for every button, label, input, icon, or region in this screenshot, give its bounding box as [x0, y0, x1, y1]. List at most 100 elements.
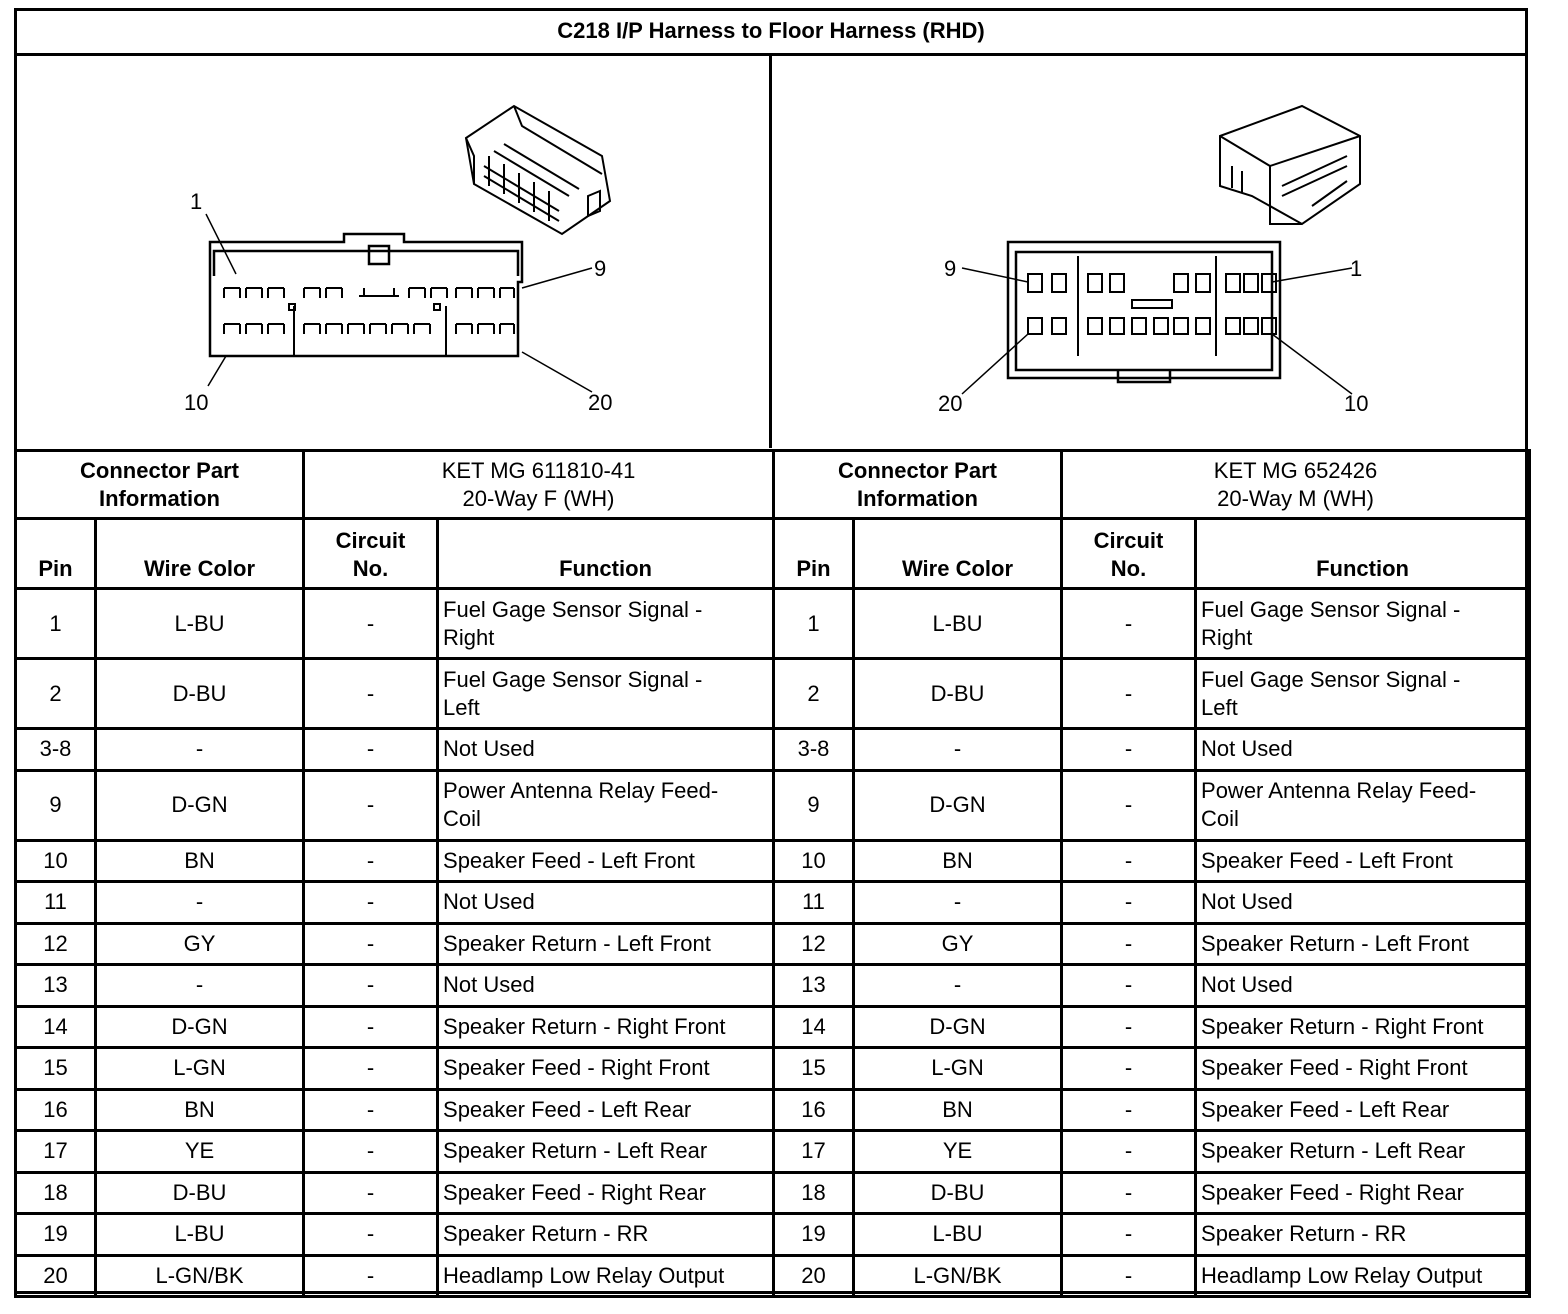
function-cell: Not Used — [1194, 727, 1532, 772]
circuit-cell: - — [302, 1129, 440, 1174]
table-row: 3-8--Not Used — [772, 727, 1532, 772]
pin-cell: 13 — [772, 963, 855, 1008]
pin-cell: 13 — [14, 963, 97, 1008]
pin-cell: 20 — [14, 1253, 97, 1298]
wire-color-cell: L-GN — [851, 1046, 1064, 1091]
male-connector-face — [1006, 240, 1282, 384]
wire-color-cell: BN — [93, 838, 306, 883]
header-wire-color: Wire Color — [93, 517, 306, 590]
circuit-cell: - — [1060, 657, 1198, 730]
circuit-cell: - — [302, 838, 440, 883]
wire-color-cell: - — [93, 727, 306, 772]
circuit-cell: - — [302, 1212, 440, 1257]
wire-color-cell: L-BU — [851, 587, 1064, 660]
wire-color-cell: BN — [851, 838, 1064, 883]
wire-color-cell: L-GN — [93, 1046, 306, 1091]
circuit-cell: - — [302, 1004, 440, 1049]
left-connector-diagram: 1 9 10 20 — [14, 56, 772, 448]
wire-color-cell: - — [93, 880, 306, 925]
pin-cell: 15 — [14, 1046, 97, 1091]
left-pinout-table: Connector Part Information KET MG 611810… — [13, 449, 776, 1298]
pin-cell: 14 — [772, 1004, 855, 1049]
wire-color-cell: D-GN — [851, 768, 1064, 842]
pin-cell: 1 — [772, 587, 855, 660]
function-cell: Fuel Gage Sensor Signal -Right — [436, 587, 776, 660]
function-cell: Speaker Feed - Right Rear — [436, 1170, 776, 1215]
callout-pin-20: 20 — [938, 391, 962, 416]
pin-cell: 3-8 — [772, 727, 855, 772]
function-cell: Speaker Feed - Left Rear — [1194, 1087, 1532, 1132]
function-cell: Headlamp Low Relay Output — [1194, 1253, 1532, 1298]
table-row: 11--Not Used — [14, 880, 776, 925]
header-pin: Pin — [772, 517, 855, 590]
header-wire-color: Wire Color — [851, 517, 1064, 590]
circuit-cell: - — [302, 727, 440, 772]
wire-color-cell: - — [851, 727, 1064, 772]
function-cell: Speaker Return - Left Front — [1194, 921, 1532, 966]
wire-color-cell: D-BU — [93, 657, 306, 730]
wire-color-cell: L-BU — [93, 587, 306, 660]
function-cell: Not Used — [436, 880, 776, 925]
header-function: Function — [1194, 517, 1532, 590]
part-info-label: Connector Part Information — [13, 449, 306, 520]
table-row: 13--Not Used — [772, 963, 1532, 1008]
part-info-row: Connector Part Information KET MG 652426… — [771, 449, 1532, 520]
wire-color-cell: D-BU — [93, 1170, 306, 1215]
pin-cell: 1 — [14, 587, 97, 660]
function-cell: Power Antenna Relay Feed-Coil — [1194, 768, 1532, 842]
table-row: 11--Not Used — [772, 880, 1532, 925]
circuit-cell: - — [302, 921, 440, 966]
function-cell: Speaker Feed - Left Front — [1194, 838, 1532, 883]
circuit-cell: - — [1060, 587, 1198, 660]
pin-cell: 19 — [772, 1212, 855, 1257]
function-cell: Not Used — [436, 727, 776, 772]
pin-cell: 11 — [14, 880, 97, 925]
function-cell: Speaker Return - Right Front — [1194, 1004, 1532, 1049]
female-connector-face — [208, 232, 524, 358]
circuit-cell: - — [302, 1087, 440, 1132]
function-cell: Speaker Return - Left Rear — [1194, 1129, 1532, 1174]
circuit-cell: - — [1060, 1087, 1198, 1132]
circuit-cell: - — [302, 1046, 440, 1091]
pin-cell: 18 — [772, 1170, 855, 1215]
function-cell: Fuel Gage Sensor Signal -Left — [1194, 657, 1532, 730]
header-pin: Pin — [14, 517, 97, 590]
pin-cell: 17 — [772, 1129, 855, 1174]
female-pin-cavities — [223, 287, 515, 356]
circuit-cell: - — [1060, 963, 1198, 1008]
wire-color-cell: D-GN — [93, 1004, 306, 1049]
wire-color-cell: - — [851, 880, 1064, 925]
circuit-cell: - — [1060, 727, 1198, 772]
pin-cell: 11 — [772, 880, 855, 925]
part-info-label: Connector Part Information — [771, 449, 1064, 520]
circuit-cell: - — [1060, 768, 1198, 842]
function-cell: Not Used — [1194, 963, 1532, 1008]
function-cell: Speaker Return - Right Front — [436, 1004, 776, 1049]
pin-cell: 20 — [772, 1253, 855, 1298]
pin-cell: 9 — [772, 768, 855, 842]
function-cell: Speaker Feed - Right Rear — [1194, 1170, 1532, 1215]
circuit-cell: - — [302, 587, 440, 660]
right-pinout-table: Connector Part Information KET MG 652426… — [771, 449, 1532, 1298]
wire-color-cell: D-BU — [851, 1170, 1064, 1215]
part-info-row: Connector Part Information KET MG 611810… — [13, 449, 776, 520]
function-cell: Not Used — [436, 963, 776, 1008]
pin-cell: 3-8 — [14, 727, 97, 772]
wire-color-cell: - — [93, 963, 306, 1008]
callout-pin-10: 10 — [1344, 391, 1368, 416]
